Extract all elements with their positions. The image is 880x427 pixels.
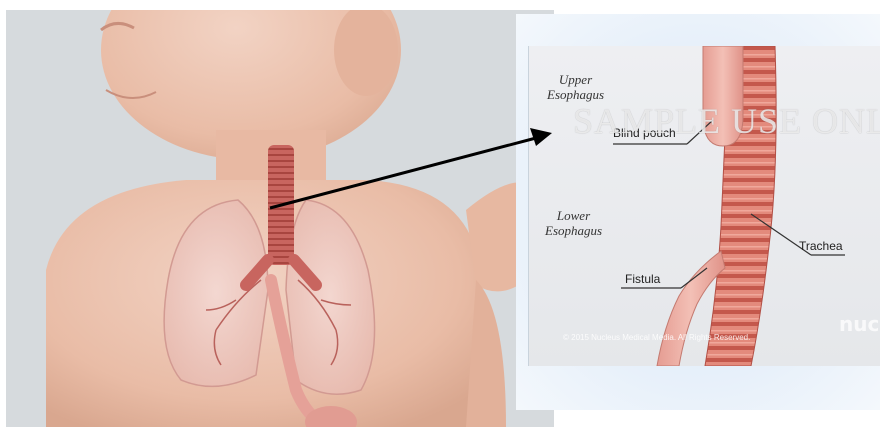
sample-watermark: SAMPLE USE ONLY xyxy=(573,100,880,142)
copyright-notice: © 2015 Nucleus Medical Media. All Rights… xyxy=(563,333,750,342)
trachea-shape xyxy=(268,145,294,265)
fistula-label: Fistula xyxy=(625,272,660,286)
nucleus-logo: nucle xyxy=(839,312,880,336)
infant-illustration xyxy=(6,10,554,427)
lower-esophagus-label: Lower Esophagus xyxy=(545,208,602,238)
infant-anatomy-graphic xyxy=(6,10,554,427)
trachea-label: Trachea xyxy=(799,239,843,253)
closeup-inset: Upper Esophagus Lower Esophagus Blind po… xyxy=(528,46,880,366)
upper-esophagus-label: Upper Esophagus xyxy=(547,72,604,102)
